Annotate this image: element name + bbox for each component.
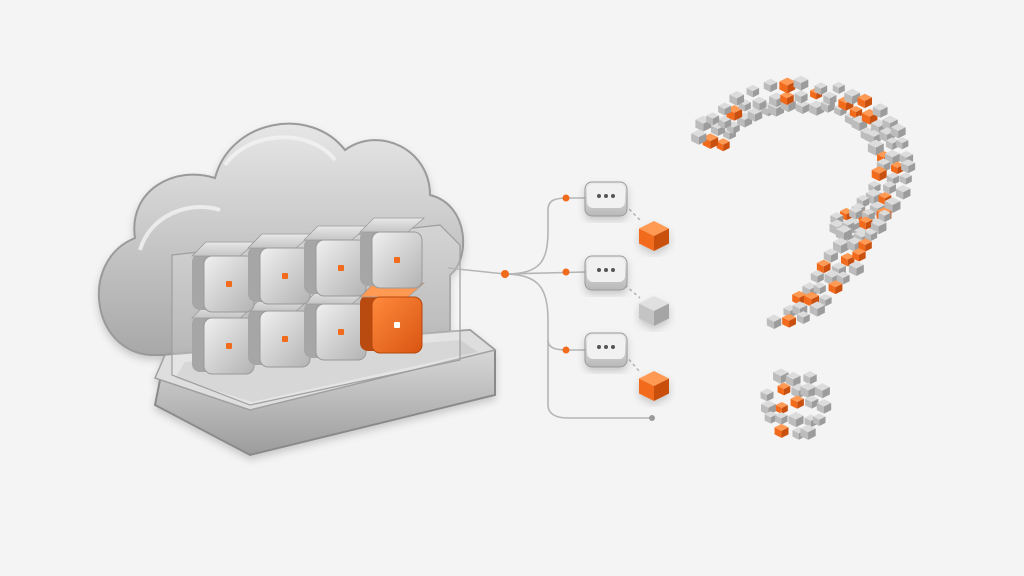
voxel-cube [710, 122, 725, 136]
voxel-cube [780, 91, 794, 105]
voxel-cube [884, 197, 901, 213]
voxel-cube [816, 259, 831, 274]
voxel-cube [774, 423, 789, 438]
voxel-cube [782, 313, 796, 328]
voxel-cube [828, 280, 843, 295]
voxel-cube [785, 371, 801, 387]
voxel-cube [746, 84, 760, 98]
voxel-cube [899, 172, 912, 185]
voxel-cube [832, 81, 845, 94]
storage-block [191, 241, 258, 313]
voxel-cube [805, 395, 819, 409]
voxel-cube [840, 252, 855, 267]
storage-block-highlighted [359, 282, 426, 354]
storage-block [303, 225, 370, 297]
voxel-cube [835, 225, 852, 242]
voxel-cube [777, 382, 791, 396]
chat-bubble-icon [584, 181, 628, 217]
voxel-cube [775, 412, 788, 425]
voxel-cube [796, 311, 810, 325]
voxel-cube [808, 100, 825, 116]
voxel-cube [870, 218, 887, 235]
voxel-cube [788, 412, 804, 428]
voxel-cube [848, 261, 864, 277]
voxel-cube [859, 216, 873, 230]
voxel-cube [794, 90, 808, 104]
voxel-cube [883, 181, 896, 195]
voxel-cube [814, 82, 828, 95]
voxel-cube [706, 112, 720, 126]
voxel-cube [816, 399, 832, 414]
chat-bubble-icon [584, 332, 628, 368]
voxel-cube [691, 129, 707, 145]
voxel-cube [832, 237, 849, 254]
voxel-cube [852, 248, 866, 262]
voxel-cube [775, 401, 788, 415]
storage-block [359, 217, 426, 289]
voxel-cube [779, 77, 796, 94]
voxel-cube [795, 100, 810, 115]
voxel-cube [718, 102, 732, 116]
voxel-cube [800, 382, 817, 399]
voxel-cube [864, 228, 878, 241]
chat-nodes [584, 181, 628, 368]
voxel-cube [763, 78, 778, 93]
voxel-cube [800, 424, 816, 440]
voxel-cube [752, 96, 767, 111]
voxel-cube [790, 395, 804, 409]
voxel-cube [857, 93, 872, 109]
voxel-cube [858, 238, 872, 252]
cube-icon [639, 371, 669, 401]
voxel-cube [803, 371, 817, 385]
question-mark-icon [691, 75, 916, 440]
voxel-cube [872, 103, 888, 118]
cube-icon [639, 296, 669, 326]
storage-block [247, 233, 314, 305]
voxel-cube [836, 271, 850, 285]
voxel-cube [871, 166, 887, 182]
cube-icon [639, 221, 669, 251]
voxel-cube [809, 301, 825, 317]
voxel-cube [766, 314, 782, 329]
voxel-cube [823, 91, 837, 105]
voxel-cube [813, 282, 826, 295]
voxel-cube [718, 115, 732, 129]
voxel-cube [901, 159, 916, 174]
voxel-cube [895, 184, 911, 200]
voxel-cube [716, 138, 730, 152]
voxel-cube [849, 105, 863, 119]
voxel-cube [810, 269, 824, 284]
voxel-cube [793, 75, 809, 91]
voxel-cube [823, 248, 838, 263]
voxel-cube [729, 91, 745, 106]
chat-bubble-icon [584, 255, 628, 291]
voxel-cube [890, 123, 906, 139]
voxel-cube [896, 137, 909, 150]
voxel-cube [814, 383, 830, 399]
voxel-cube [849, 206, 863, 220]
output-cubes [639, 221, 669, 401]
voxel-cube [760, 388, 774, 402]
voxel-cube [738, 99, 751, 112]
voxel-cube [813, 413, 826, 426]
connector-nodes [501, 194, 655, 421]
storage-blocks-icon [191, 217, 426, 375]
connector-lines [447, 197, 652, 419]
